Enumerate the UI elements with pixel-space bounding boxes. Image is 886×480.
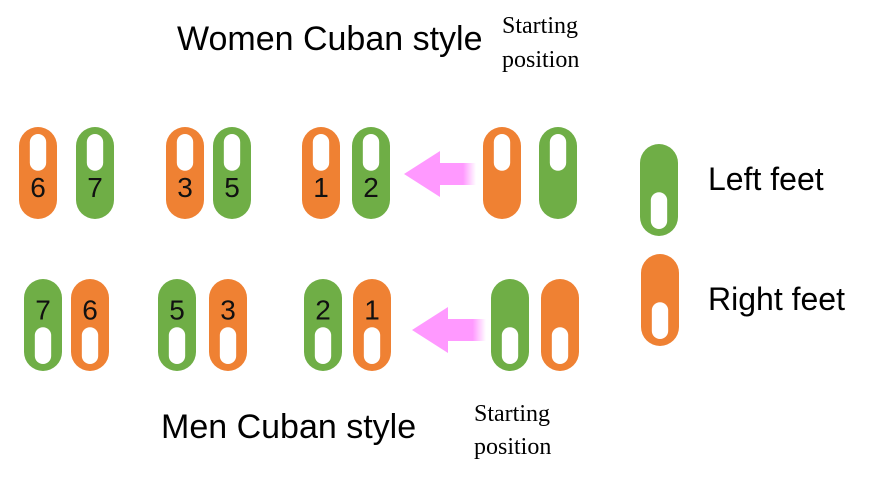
men-title: Men Cuban style bbox=[161, 408, 416, 446]
foot-hole bbox=[651, 302, 669, 339]
men-footprint-8 bbox=[541, 279, 579, 371]
men-starting-label: Starting position bbox=[474, 401, 556, 460]
foot-hole bbox=[81, 327, 99, 364]
foot-hole bbox=[29, 134, 47, 171]
women-direction-arrow bbox=[404, 151, 476, 197]
legend-right-label: Right feet bbox=[708, 281, 845, 317]
legend-left-label: Left feet bbox=[708, 161, 824, 197]
foot-shape bbox=[24, 279, 62, 371]
step-number: 3 bbox=[177, 172, 193, 203]
foot-hole bbox=[501, 327, 519, 364]
legend-left-foot bbox=[640, 144, 678, 236]
step-number: 1 bbox=[364, 294, 380, 325]
men-footprint-3: 5 bbox=[158, 279, 196, 371]
legend-left-foot-icon bbox=[640, 144, 678, 236]
foot-hole bbox=[219, 327, 237, 364]
women-footprint-7 bbox=[483, 127, 521, 219]
foot-hole bbox=[223, 134, 241, 171]
foot-shape bbox=[19, 127, 57, 219]
step-number: 7 bbox=[87, 172, 103, 203]
foot-hole bbox=[493, 134, 511, 171]
foot-shape bbox=[640, 144, 678, 236]
women-footprint-1: 6 bbox=[19, 127, 57, 219]
foot-hole bbox=[363, 327, 381, 364]
foot-shape bbox=[483, 127, 521, 219]
step-number: 6 bbox=[30, 172, 46, 203]
men-footprint-7 bbox=[491, 279, 529, 371]
foot-shape bbox=[491, 279, 529, 371]
men-footprint-6: 1 bbox=[353, 279, 391, 371]
women-footprint-6: 2 bbox=[352, 127, 390, 219]
foot-shape bbox=[166, 127, 204, 219]
legend-right-foot-icon bbox=[641, 254, 679, 346]
step-number: 1 bbox=[313, 172, 329, 203]
step-number: 2 bbox=[363, 172, 379, 203]
foot-shape bbox=[158, 279, 196, 371]
foot-shape bbox=[302, 127, 340, 219]
women-footprint-8 bbox=[539, 127, 577, 219]
legend-right-foot bbox=[641, 254, 679, 346]
step-number: 7 bbox=[35, 294, 51, 325]
men-footprint-2: 6 bbox=[71, 279, 109, 371]
men-footprint-5: 2 bbox=[304, 279, 342, 371]
foot-hole bbox=[362, 134, 380, 171]
foot-shape bbox=[76, 127, 114, 219]
women-footprint-3: 3 bbox=[166, 127, 204, 219]
foot-shape bbox=[213, 127, 251, 219]
foot-shape bbox=[353, 279, 391, 371]
men-footprint-1: 7 bbox=[24, 279, 62, 371]
women-title: Women Cuban style bbox=[177, 20, 483, 58]
step-number: 5 bbox=[169, 294, 185, 325]
foot-shape bbox=[209, 279, 247, 371]
foot-shape bbox=[352, 127, 390, 219]
men-footprint-4: 3 bbox=[209, 279, 247, 371]
step-number: 6 bbox=[82, 294, 98, 325]
step-number: 3 bbox=[220, 294, 236, 325]
foot-hole bbox=[650, 192, 668, 229]
foot-hole bbox=[34, 327, 52, 364]
foot-hole bbox=[176, 134, 194, 171]
women-footprint-4: 5 bbox=[213, 127, 251, 219]
foot-hole bbox=[549, 134, 567, 171]
foot-hole bbox=[312, 134, 330, 171]
foot-shape bbox=[641, 254, 679, 346]
foot-shape bbox=[539, 127, 577, 219]
foot-hole bbox=[168, 327, 186, 364]
foot-hole bbox=[86, 134, 104, 171]
foot-shape bbox=[304, 279, 342, 371]
women-starting-label: Starting position bbox=[502, 13, 584, 73]
women-footprint-5: 1 bbox=[302, 127, 340, 219]
foot-hole bbox=[551, 327, 569, 364]
women-footprint-2: 7 bbox=[76, 127, 114, 219]
foot-shape bbox=[541, 279, 579, 371]
step-number: 2 bbox=[315, 294, 331, 325]
foot-hole bbox=[314, 327, 332, 364]
step-number: 5 bbox=[224, 172, 240, 203]
men-direction-arrow bbox=[412, 307, 486, 353]
foot-shape bbox=[71, 279, 109, 371]
